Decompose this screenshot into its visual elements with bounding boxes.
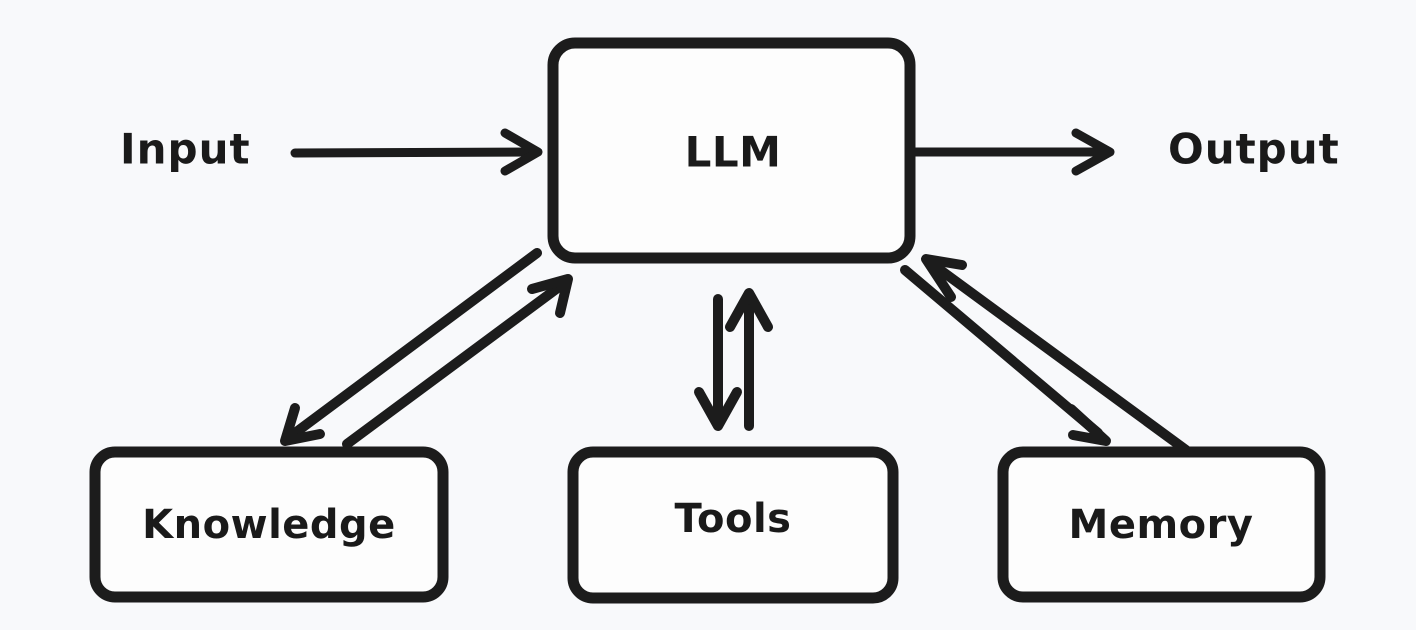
node-layer: LLM Knowledge Tools Memory: [89, 37, 1326, 604]
edge-memory-to-llm-arrowhead: [921, 254, 967, 302]
edge-llm-to-knowledge-arrowhead: [280, 403, 325, 446]
edge-input-to-llm-shaft: [290, 147, 538, 158]
node-knowledge-box[interactable]: [89, 446, 449, 603]
edge-llm-to-tools-arrowhead: [694, 387, 742, 431]
edge-llm-to-memory-arrowhead: [1066, 404, 1111, 446]
node-knowledge-label: Knowledge: [142, 502, 396, 548]
node-llm-box[interactable]: [547, 37, 916, 264]
input-label: Input: [120, 125, 251, 174]
edge-llm-to-knowledge: [280, 248, 542, 446]
edge-tools-to-llm: [725, 288, 773, 431]
node-tools-box[interactable]: [567, 446, 899, 604]
edge-knowledge-to-llm-arrowhead: [527, 274, 573, 318]
edge-input-to-llm-arrowhead: [500, 128, 543, 176]
output-label: Output: [1168, 125, 1340, 174]
edge-llm-to-knowledge-shaft: [290, 248, 542, 438]
edge-knowledge-to-llm-shaft: [342, 282, 564, 449]
node-llm[interactable]: LLM: [547, 37, 916, 264]
node-memory[interactable]: Memory: [997, 446, 1326, 603]
node-knowledge[interactable]: Knowledge: [89, 446, 449, 603]
edge-memory-to-llm-shaft: [934, 264, 1191, 455]
edge-input-to-llm: [290, 128, 543, 176]
edge-llm-to-memory: [900, 265, 1111, 446]
edge-llm-to-output-arrowhead: [1071, 128, 1115, 176]
free-label-layer: Input Output: [120, 125, 1340, 174]
node-memory-label: Memory: [1069, 502, 1254, 548]
edge-layer: [280, 128, 1191, 455]
edge-memory-to-llm: [921, 254, 1191, 455]
node-memory-box[interactable]: [997, 446, 1326, 603]
node-tools-label: Tools: [675, 496, 792, 542]
edge-tools-to-llm-arrowhead: [725, 288, 773, 332]
edge-llm-to-tools: [694, 294, 742, 431]
node-llm-label: LLM: [685, 128, 782, 177]
edge-llm-to-output: [903, 128, 1115, 176]
edge-llm-to-memory-shaft: [900, 265, 1103, 438]
node-tools[interactable]: Tools: [567, 446, 899, 604]
edge-knowledge-to-llm: [342, 274, 573, 449]
